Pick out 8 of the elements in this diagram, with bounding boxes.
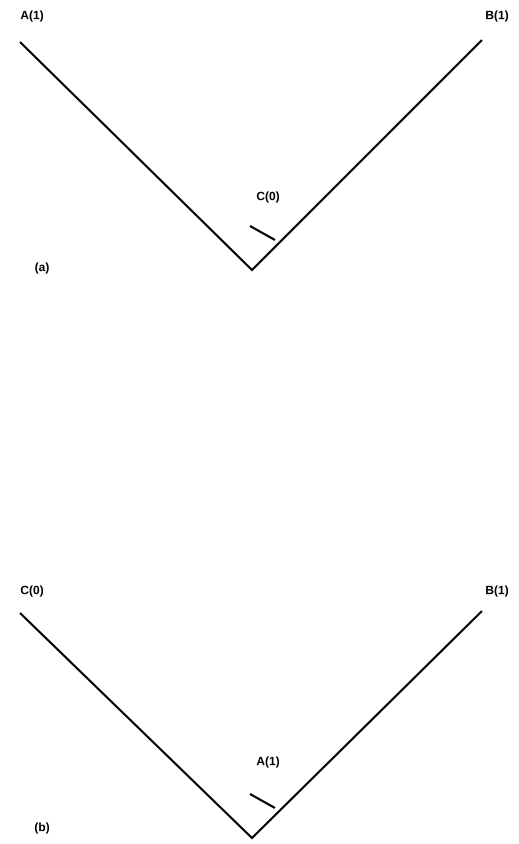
tip-label: C(0): [256, 191, 280, 203]
tip-label: A(1): [256, 756, 280, 768]
tip-label: B(1): [486, 10, 508, 22]
panel-label: (b): [34, 822, 50, 834]
tip-label: A(1): [20, 10, 44, 22]
tip-label: B(1): [486, 585, 508, 597]
tip-label: C(0): [20, 585, 44, 597]
panel-label: (a): [35, 262, 49, 274]
